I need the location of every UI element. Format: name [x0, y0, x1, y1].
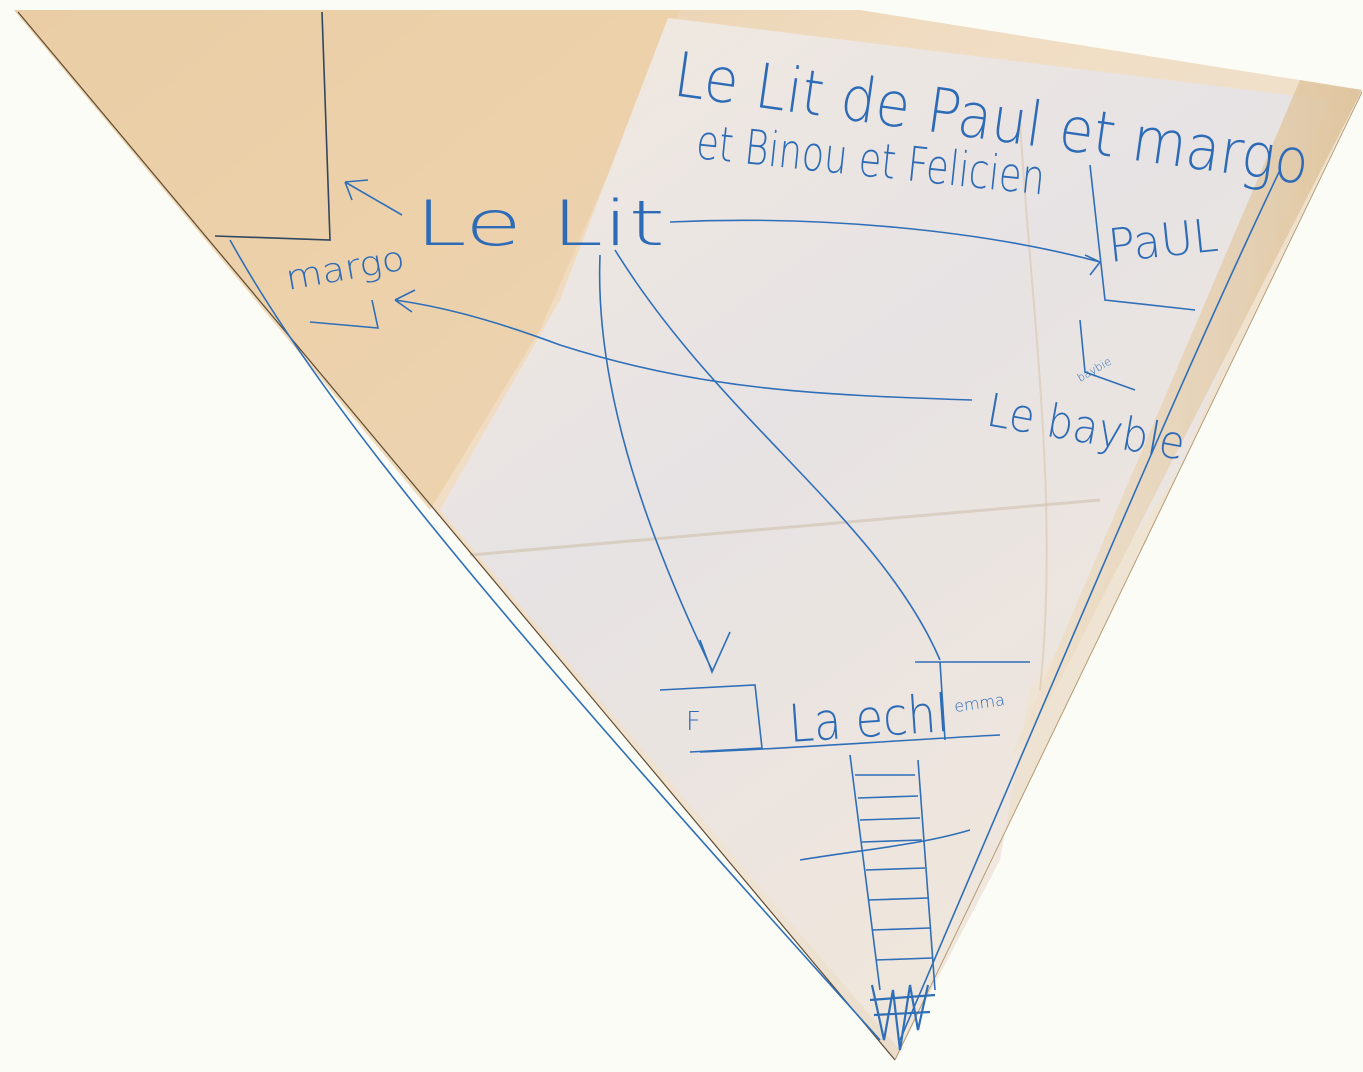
- label-la-echelle: La echl: [787, 684, 951, 755]
- label-f: F: [686, 707, 701, 737]
- label-paul: PaUL: [1106, 208, 1221, 273]
- label-le-lit: Le Lit: [415, 187, 665, 260]
